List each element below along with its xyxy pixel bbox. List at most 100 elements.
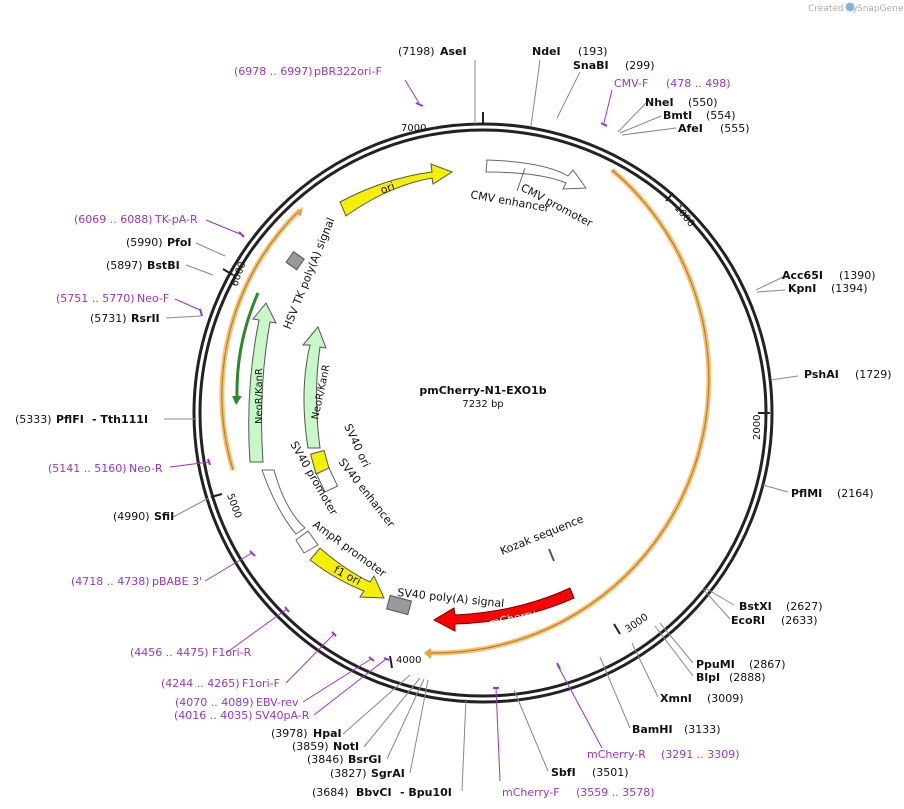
primer-name-pbabe3: pBABE 3' [152,575,202,588]
orange-arc-left-head [295,207,303,216]
enzyme-pos-hpai: (3978) [271,727,308,740]
feature-cmv: CMV enhancer CMV promoter [469,159,595,230]
enzyme-pos-rsrii: (5731) [90,312,127,325]
f1-ori-label: f1 ori [332,563,363,588]
tick-label-7000: 7000 [401,123,426,134]
enzyme-pos-bsrgi: (3846) [307,753,344,766]
snapgene-brand: SnapGene [857,4,904,14]
orange-arc-right-head [424,648,431,659]
enzyme-pos-snabi: (299) [625,59,655,72]
neor-outer-label: NeoR/KanR [254,368,265,424]
enzyme-name-pflmi: PflMI [791,487,822,500]
enzyme-pos-bamhi: (3133) [684,723,721,736]
primer-marks [199,102,608,689]
enzyme-pos-bmti: (554) [706,109,736,122]
enzyme-extra-bpu10i: - Bpu10I [400,786,452,799]
enzyme-name-pflfi: PflFI [56,413,84,426]
enzyme-name-rsrii: RsrII [131,312,160,325]
enzyme-name-snabi: SnaBI [573,59,609,72]
enzyme-name-noti: NotI [333,740,359,753]
enzyme-pos-pfoi: (5990) [126,236,163,249]
feature-neor-inner: NeoR/KanR [301,326,333,449]
primer-name-mcherry-f: mCherry-F [502,786,560,799]
plasmid-size: 7232 bp [462,399,503,410]
primer-range-ebv-rev: (4070 .. 4089) [175,696,254,709]
primer-name-sv40pa-r: SV40pA-R [255,709,310,722]
enzyme-pos-kpni: (1394) [831,282,868,295]
primer-leaders [169,79,613,782]
primer-name-ebv-rev: EBV-rev [256,696,299,709]
enzyme-name-bbvci: BbvCI [356,786,392,799]
tick-label-4000: 4000 [396,655,421,666]
orange-arc-right [430,168,712,656]
hsv-tk-box [285,250,305,271]
primer-range-neo-f: (5751 .. 5770) [56,292,135,305]
enzyme-pos-afei: (555) [720,122,750,135]
kozak-label: Kozak sequence [498,512,585,557]
enzyme-pos-acc65i: (1390) [839,269,876,282]
primer-name-tk-pa-r: TK-pA-R [154,213,198,226]
enzyme-name-asei: AseI [440,45,467,58]
sv40-enhancer-box [315,467,339,493]
enzyme-leaders [164,59,799,792]
enzyme-pos-bstxi: (2627) [786,600,823,613]
enzyme-pos-sfii: (4990) [113,510,150,523]
enzyme-pos-pflmi: (2164) [837,487,874,500]
enzyme-name-pfoi: PfoI [167,236,192,249]
primer-range-sv40pa-r: (4016 .. 4035) [174,709,253,722]
enzyme-pos-sgrai: (3827) [330,767,367,780]
green-arc-head [232,396,242,405]
enzyme-name-nhei: NheI [645,96,674,109]
primer-range-pbabe3: (4718 .. 4738) [71,575,150,588]
enzyme-pos-bbvci: (3684) [312,786,349,799]
sv40-enhancer-label: SV40 enhancer [336,456,398,530]
sv40-polya-box [385,594,413,616]
enzyme-pos-ndei: (193) [578,45,608,58]
enzyme-name-bmti: BmtI [663,109,692,122]
primer-range-f1ori-r: (4456 .. 4475) [130,646,209,659]
sv40-polya-label: SV40 poly(A) signal [397,586,505,610]
primer-name-neo-r: Neo-R [129,462,163,475]
enzyme-name-bstxi: BstXI [739,600,772,613]
enzyme-pos-bstbi: (5897) [106,259,143,272]
primer-name-neo-f: Neo-F [137,292,169,305]
primer-name-pbr322ori-f: pBR322ori-F [314,65,382,78]
enzyme-pos-asei: (7198) [398,45,435,58]
snapgene-logo-icon [845,2,855,12]
hsv-tk-label: HSV TK poly(A) signal [281,216,338,331]
created-by-text: Created by [808,4,858,14]
enzyme-name-afei: AfeI [678,122,703,135]
primer-range-mcherry-f: (3559 .. 3578) [576,786,655,799]
enzyme-name-xmni: XmnI [660,692,692,705]
tick-label-2000: 2000 [752,415,763,440]
primer-range-tk-pa-r: (6069 .. 6088) [74,213,153,226]
enzyme-name-bsrgi: BsrGI [348,753,381,766]
green-arc-left [235,292,260,398]
enzyme-name-kpni: KpnI [788,282,816,295]
primer-name-cmv-f: CMV-F [614,77,648,90]
enzyme-pos-ppumi: (2867) [749,658,786,671]
tick-label-5000: 5000 [224,492,243,520]
enzyme-pos-pshai: (1729) [855,368,892,381]
enzyme-name-bstbi: BstBI [147,259,180,272]
enzyme-pos-xmni: (3009) [707,692,744,705]
enzyme-pos-sbfi: (3501) [592,766,629,779]
tick-marks [210,112,770,669]
enzyme-pos-noti: (3859) [292,740,329,753]
enzyme-pos-nhei: (550) [688,96,718,109]
enzyme-name-sgrai: SgrAI [371,767,405,780]
enzyme-pos-blpi: (2888) [729,671,766,684]
enzyme-name-sfii: SfiI [154,510,174,523]
enzyme-name-sbfi: SbfI [551,766,576,779]
tick-label-3000: 3000 [623,612,650,636]
primer-name-f1ori-r: F1ori-R [212,646,252,659]
primer-range-cmv-f: (478 .. 498) [666,77,731,90]
primer-range-neo-r: (5141 .. 5160) [48,462,127,475]
enzyme-name-ndei: NdeI [532,45,561,58]
orange-arc-left-line [221,209,301,471]
ori-label: ori [379,180,397,197]
enzyme-name-blpi: BlpI [696,671,720,684]
kozak-mark [548,548,555,562]
feature-ori: ori [339,163,454,217]
